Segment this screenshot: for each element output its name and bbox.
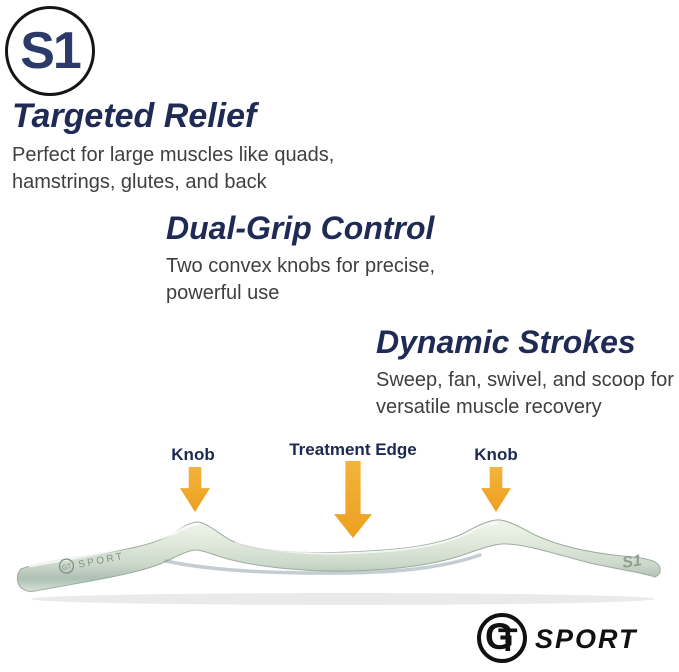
feature-title-dynamic-strokes: Dynamic Strokes [376,324,636,360]
feature-description-targeted-relief: Perfect for large muscles like quads, ha… [12,144,335,193]
feature-title-dual-grip-control: Dual-Grip Control [166,210,435,246]
gt-monogram-t: T [498,622,518,658]
feature-description-dual-grip-control: Two convex knobs for precise, powerful u… [166,255,436,304]
callout-label-knob-right: Knob [474,445,518,464]
model-badge-label: S1 [20,22,82,80]
feature-title-targeted-relief: Targeted Relief [12,97,257,135]
feature-dual-grip-control: Dual-Grip Control Two convex knobs for p… [166,210,436,306]
gt-monogram-icon: G T [477,613,527,663]
feature-description-dynamic-strokes: Sweep, fan, swivel, and scoop for versat… [376,369,674,418]
feature-dynamic-strokes: Dynamic Strokes Sweep, fan, swivel, and … [376,324,674,420]
logo-wordmark: SPORT [535,624,638,654]
gt-sport-logo: G T SPORT [477,613,638,663]
feature-targeted-relief: Targeted Relief Perfect for large muscle… [12,97,335,195]
tool-top-highlight-2 [235,522,498,555]
tool-brand-monogram: GT [61,563,73,572]
callout-label-treatment-edge: Treatment Edge [289,440,417,459]
callout-label-knob-left: Knob [171,445,215,464]
gt-monogram-g: G [485,616,514,657]
massage-tool-image: GT SPORT S1 [16,519,661,605]
tool-model-engraving: S1 [621,552,643,572]
tool-shadow [31,593,655,605]
model-badge: S1 [5,6,95,96]
tool-chrome-edge [164,553,482,575]
tool-body [16,519,661,592]
